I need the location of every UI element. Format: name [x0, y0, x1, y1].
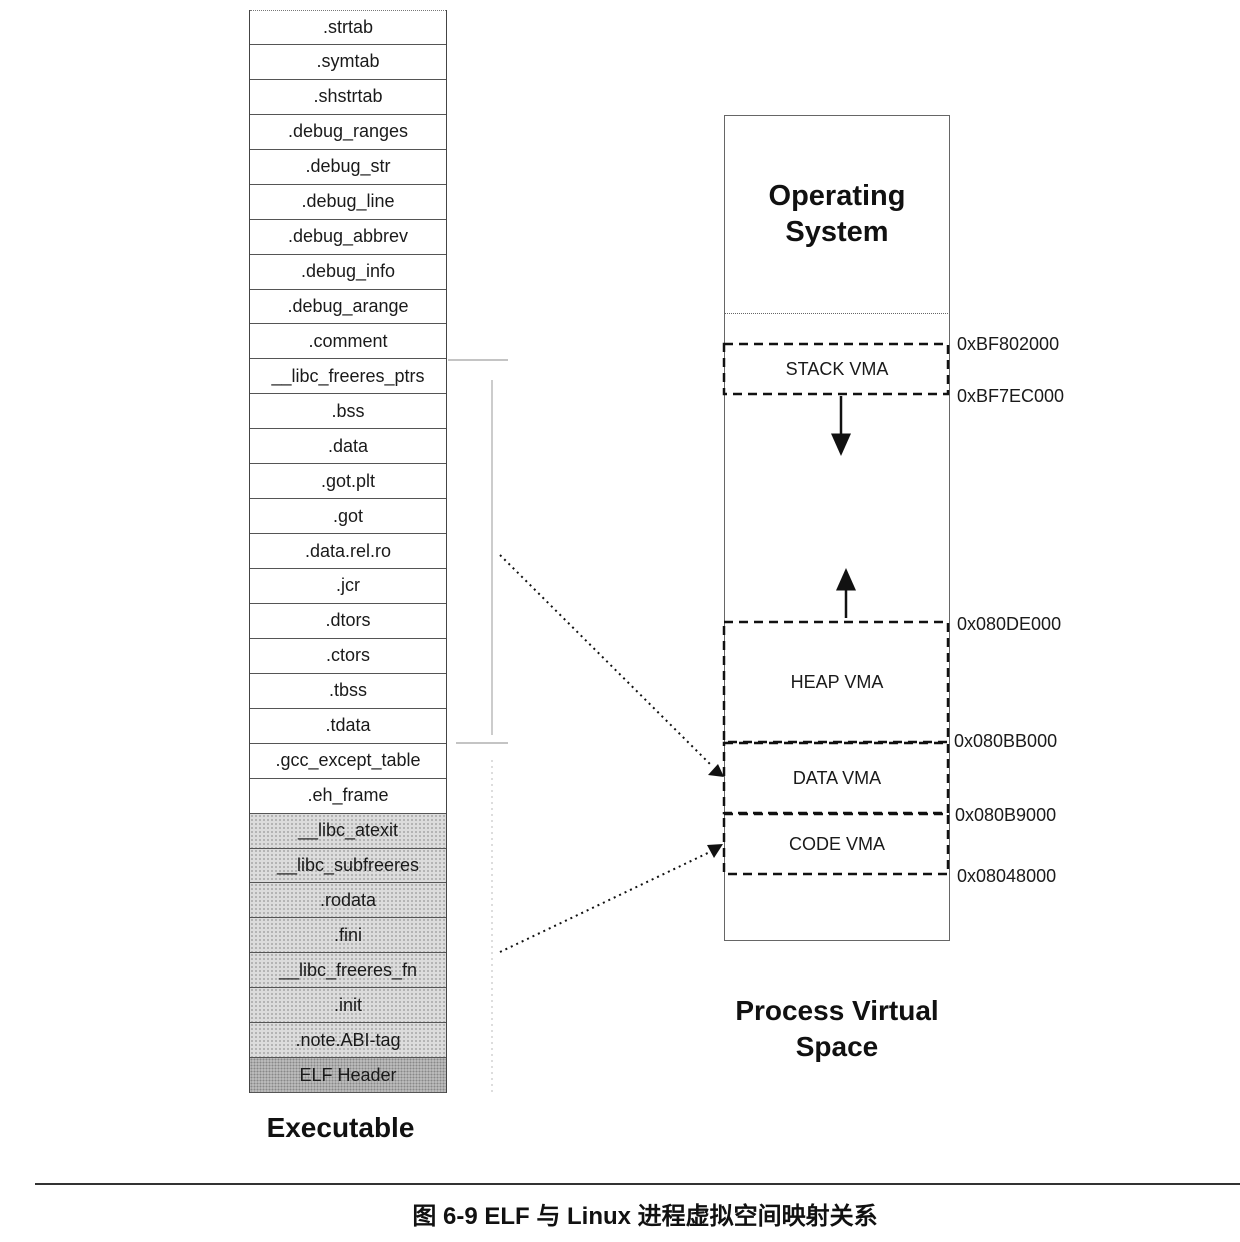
- section-cell: .bss: [250, 394, 446, 430]
- section-cell: __libc_atexit: [250, 813, 446, 849]
- section-cell: __libc_freeres_ptrs: [250, 359, 446, 395]
- code-mapping-arrow: [499, 850, 713, 953]
- section-cell: .got.plt: [250, 464, 446, 500]
- address-code-top: 0x080B9000: [955, 805, 1057, 825]
- process-virtual-space-box: [724, 115, 950, 941]
- process-virtual-space-label-line: Process Virtual: [735, 995, 939, 1026]
- stack-vma-label: STACK VMA: [785, 358, 889, 379]
- section-cell: ELF Header: [250, 1058, 446, 1094]
- section-cell: __libc_freeres_fn: [250, 953, 446, 989]
- section-cell: .note.ABI-tag: [250, 1023, 446, 1059]
- caption-divider: [35, 1183, 1240, 1185]
- heap-vma-box: [722, 620, 950, 744]
- section-cell: .jcr: [250, 569, 446, 604]
- section-cell: .got: [250, 499, 446, 535]
- section-cell: .rodata: [250, 883, 446, 919]
- section-cell: .fini: [250, 918, 446, 954]
- section-cell: .data: [250, 429, 446, 465]
- heap-vma-label: HEAP VMA: [790, 671, 884, 692]
- elf-section-table: .strtab.symtab.shstrtab.debug_ranges.deb…: [249, 10, 447, 1094]
- address-data-top: 0x080BB000: [954, 731, 1058, 751]
- section-cell: .strtab: [250, 10, 446, 45]
- address-stack-bottom: 0xBF7EC000: [957, 386, 1065, 406]
- figure-caption: 图 6-9 ELF 与 Linux 进程虚拟空间映射关系: [412, 1203, 878, 1230]
- section-cell: .debug_abbrev: [250, 220, 446, 255]
- code-vma-box: [722, 812, 950, 876]
- data-mapping-arrowhead: [708, 764, 724, 777]
- section-cell: .debug_str: [250, 150, 446, 185]
- data-vma-label: DATA VMA: [792, 767, 882, 788]
- section-cell: .ctors: [250, 639, 446, 674]
- operating-system-label-line: Operating: [768, 180, 906, 212]
- stack-vma-box: [722, 342, 950, 396]
- data-vma-box: [722, 741, 950, 815]
- section-cell: .data.rel.ro: [250, 534, 446, 569]
- section-cell: .shstrtab: [250, 80, 446, 115]
- os-boundary-line: [724, 313, 950, 314]
- section-cell: __libc_subfreeres: [250, 848, 446, 884]
- section-cell: .symtab: [250, 45, 446, 80]
- address-heap-top: 0x080DE000: [957, 614, 1062, 634]
- section-cell: .init: [250, 988, 446, 1024]
- section-cell: .debug_ranges: [250, 115, 446, 150]
- section-cell: .debug_arange: [250, 290, 446, 325]
- section-cell: .tdata: [250, 709, 446, 744]
- address-stack-top: 0xBF802000: [957, 334, 1060, 354]
- operating-system-label-line: System: [785, 216, 889, 248]
- code-vma-label: CODE VMA: [788, 833, 885, 854]
- address-code-bottom: 0x08048000: [957, 866, 1057, 886]
- process-virtual-space-label-line: Space: [795, 1031, 879, 1062]
- section-cell: .debug_info: [250, 255, 446, 290]
- section-cell: .debug_line: [250, 185, 446, 220]
- section-cell: .dtors: [250, 604, 446, 639]
- section-cell: .eh_frame: [250, 779, 446, 814]
- section-cell: .comment: [250, 324, 446, 360]
- code-mapping-arrowhead: [707, 844, 723, 858]
- section-cell: .tbss: [250, 674, 446, 709]
- section-cell: .gcc_except_table: [250, 744, 446, 779]
- data-mapping-arrow: [499, 554, 713, 767]
- executable-label: Executable: [266, 1112, 415, 1143]
